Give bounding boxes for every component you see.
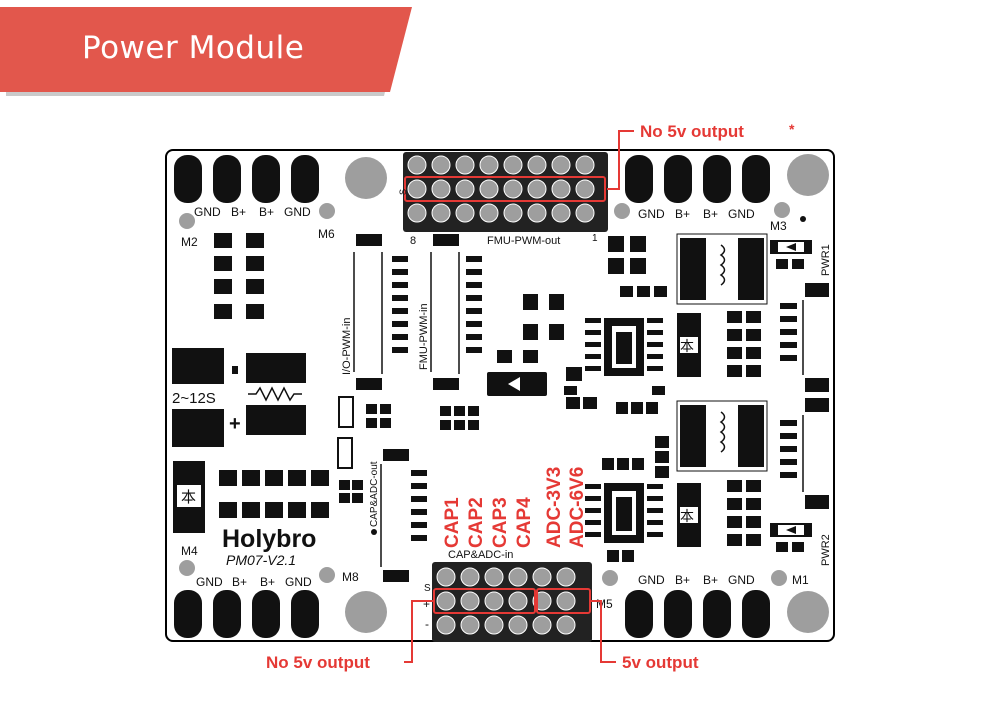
cap-adc-in-header xyxy=(432,562,592,642)
pad-label-bplus: B+ xyxy=(231,205,246,219)
label-m6: M6 xyxy=(318,227,335,241)
mounting-holes xyxy=(345,154,829,633)
label-adc-6v6: ADC-6V6 xyxy=(567,467,588,548)
diode-symbol: 本 xyxy=(680,338,694,354)
cap-adc-out-label: CAP&ADC-out xyxy=(369,461,380,527)
pwr1-label: PWR1 xyxy=(820,244,832,276)
annotation-line-top xyxy=(607,130,634,190)
battery-pads-bottom-right xyxy=(625,590,770,638)
pad-label-gnd: GND xyxy=(638,207,665,221)
label-m4: M4 xyxy=(181,544,198,558)
center-components xyxy=(487,236,667,414)
shunt-area xyxy=(337,396,479,503)
pad-label-bplus: B+ xyxy=(260,575,275,589)
pad-label-bplus: B+ xyxy=(232,575,247,589)
label-m8: M8 xyxy=(342,570,359,584)
fmu-pwm-out-header xyxy=(403,152,608,232)
page-title: Power Module xyxy=(82,30,305,66)
annotation-line-bottom-left xyxy=(404,600,434,663)
left-power-section xyxy=(172,348,306,447)
diode-symbol: 本 xyxy=(181,489,196,506)
io-pwm-in-label: I/O-PWM-in xyxy=(341,318,353,375)
pad-label-gnd: GND xyxy=(638,573,665,587)
pad-label-bplus: B+ xyxy=(675,207,690,221)
label-cap3: CAP3 xyxy=(490,497,511,548)
pad-label-bplus: B+ xyxy=(259,205,274,219)
label-m3: M3 xyxy=(770,219,787,233)
pin-1-label: 1 xyxy=(592,233,598,244)
model-label: PM07-V2.1 xyxy=(226,552,296,568)
small-vias xyxy=(179,202,790,586)
label-m1: M1 xyxy=(792,573,809,587)
pad-label-bplus: B+ xyxy=(703,207,718,221)
pwr1-connector xyxy=(780,283,829,392)
label-m5: M5 xyxy=(596,597,613,611)
pad-label-bplus: B+ xyxy=(703,573,718,587)
inductor-lower xyxy=(676,400,768,472)
io-pwm-in-connector xyxy=(353,234,408,390)
right-caps-grid xyxy=(727,311,761,546)
annotation-no5v-top: No 5v output xyxy=(640,122,744,141)
diode-symbol: 本 xyxy=(680,508,694,524)
pad-label-gnd: GND xyxy=(284,205,311,219)
annotation-5v-output: 5v output xyxy=(622,653,699,672)
pad-label-gnd: GND xyxy=(728,207,755,221)
header-s-mark: S xyxy=(424,583,431,594)
fmu-pwm-out-label: FMU-PWM-out xyxy=(487,235,560,247)
brand-logo: Holybro xyxy=(222,525,316,553)
left-caps-grid xyxy=(214,233,264,319)
cap-adc-in-label: CAP&ADC-in xyxy=(448,549,513,561)
resistor-symbol xyxy=(248,386,302,402)
annotation-no5v-bottom: No 5v output xyxy=(266,653,370,672)
plus-sign: + xyxy=(229,413,241,435)
pwr-leds xyxy=(770,216,812,552)
voltage-label: 2~12S xyxy=(172,390,216,407)
left-bottom-caps xyxy=(219,470,329,518)
pad-label-gnd: GND xyxy=(196,575,223,589)
fmu-pwm-in-label: FMU-PWM-in xyxy=(418,303,430,370)
pwr2-connector xyxy=(780,398,829,509)
inductor-upper xyxy=(676,233,768,305)
header-plus-mark: + xyxy=(423,597,430,611)
pad-label-gnd: GND xyxy=(194,205,221,219)
label-cap1: CAP1 xyxy=(442,497,463,548)
battery-pads-top-left xyxy=(174,155,319,203)
annotation-line-bottom-right xyxy=(590,600,616,663)
label-cap2: CAP2 xyxy=(466,497,487,548)
fmu-pwm-in-connector xyxy=(430,234,482,390)
battery-pads-top-right xyxy=(625,155,770,203)
battery-pads-bottom-left xyxy=(174,590,319,638)
pad-label-gnd: GND xyxy=(285,575,312,589)
header-minus-mark: - xyxy=(425,617,429,631)
label-m2: M2 xyxy=(181,235,198,249)
label-cap4: CAP4 xyxy=(514,497,535,548)
label-adc-3v3: ADC-3V3 xyxy=(544,467,565,548)
pin-8-label: 8 xyxy=(410,235,416,247)
cap-adc-out-connector xyxy=(371,449,427,582)
pad-label-gnd: GND xyxy=(728,573,755,587)
header-s-mark: S xyxy=(398,189,408,195)
pwr2-label: PWR2 xyxy=(820,534,832,566)
title-banner xyxy=(0,7,412,96)
pad-label-bplus: B+ xyxy=(675,573,690,587)
ic-upper xyxy=(585,318,663,376)
annotation-star: * xyxy=(789,121,795,137)
ic-lower xyxy=(585,436,669,562)
